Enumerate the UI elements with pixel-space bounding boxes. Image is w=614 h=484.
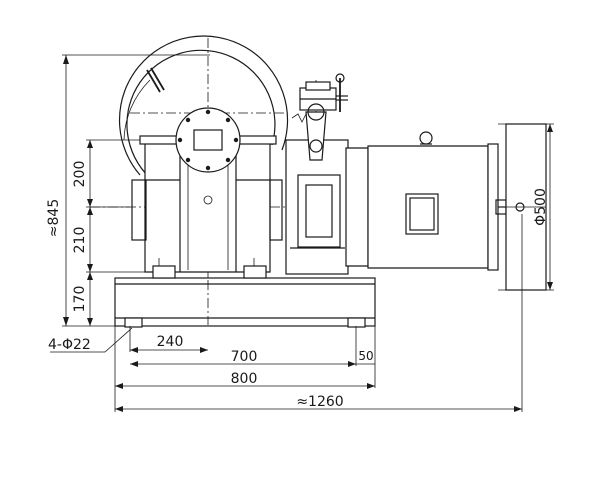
traction-wheel	[118, 35, 289, 179]
extension-lines	[62, 54, 554, 412]
dim-width-800: 800	[231, 371, 258, 387]
bearing-flange	[175, 107, 241, 173]
dim-width-700: 700	[231, 349, 258, 365]
brake-assembly	[285, 73, 349, 275]
dim-hole-spec: 4-Φ22	[48, 337, 91, 353]
base-frame	[114, 277, 376, 328]
dim-upper-height: 200	[72, 161, 88, 188]
dim-flywheel-diameter: Φ500	[533, 188, 549, 226]
dim-overall-height: ≈845	[46, 199, 62, 237]
dim-middle-height: 210	[72, 227, 88, 254]
dim-width-50: 50	[358, 349, 373, 363]
motor	[345, 131, 525, 271]
dim-base-height: 170	[72, 286, 88, 313]
dim-overall-width: ≈1260	[296, 394, 343, 410]
dimension-lines	[50, 55, 553, 412]
dim-width-240: 240	[157, 334, 184, 350]
